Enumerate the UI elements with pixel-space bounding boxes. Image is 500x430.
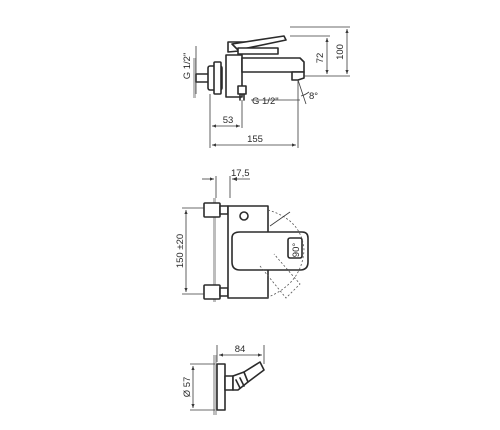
holder-base [216,363,226,411]
label-diameter: Ø 57 [182,377,193,398]
label-length: 84 [235,344,246,355]
label-depth-inlet: 53 [223,115,234,126]
holder-arm [224,361,265,391]
wall-side [193,58,196,98]
label-wall-offset: 17,5 [231,168,250,179]
eccentric-fitting-bottom [203,284,229,300]
side-view: G 1/2" 72 100 G 1/2" 8° 53 155 [182,26,350,148]
label-angle: 8° [309,91,318,102]
label-centers: 150 ±20 [175,234,186,268]
inlet-fitting [195,61,223,95]
holder-view: 84 Ø 57 [182,344,265,415]
eccentric-fitting-top [203,202,229,218]
label-depth-total: 155 [247,134,263,145]
wall-front [213,198,216,302]
label-lever-rotation: 90° [291,243,302,258]
front-view: 17,5 90° 150 ±20 [175,168,309,302]
label-thread-inlet: G 1/2" [182,53,193,80]
label-thread-outlet: G 1/2" [252,96,279,107]
faucet-body-side [225,35,305,101]
wall-holder [213,355,217,415]
label-height-total: 100 [335,44,346,60]
label-height-spout: 72 [315,53,326,64]
